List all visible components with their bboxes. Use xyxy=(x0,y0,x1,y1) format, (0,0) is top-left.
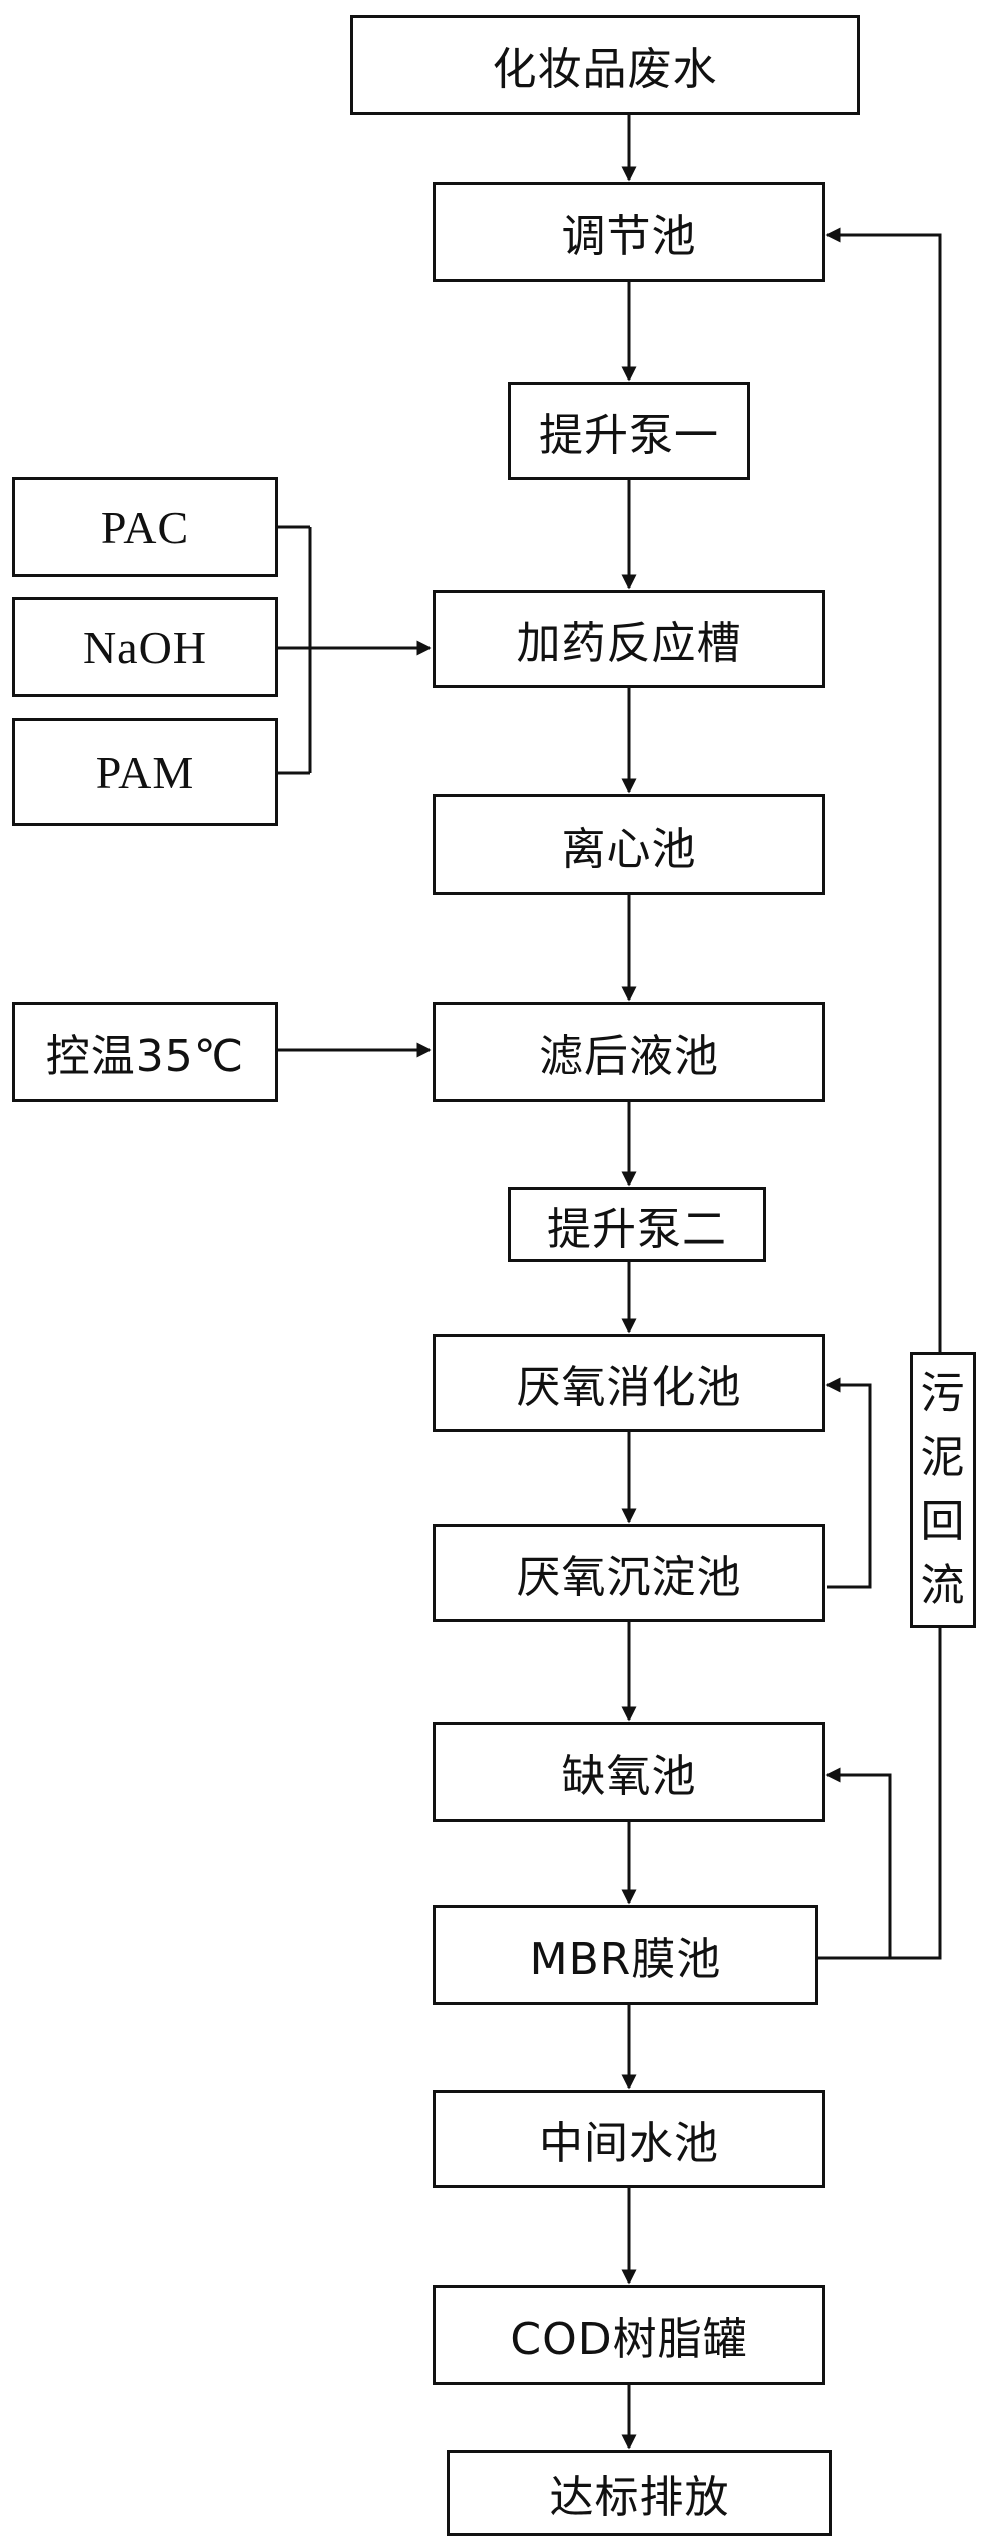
node-anaerobic-digestion-tank: 厌氧消化池 xyxy=(433,1334,825,1432)
sludge-return-to-anaerobic xyxy=(825,1377,872,1589)
node-discharge: 达标排放 xyxy=(447,2450,832,2536)
node-cosmetic-wastewater: 化妆品废水 xyxy=(350,15,860,115)
sludge-return-to-anoxic xyxy=(825,1767,892,1960)
node-anaerobic-settling-tank: 厌氧沉淀池 xyxy=(433,1524,825,1622)
node-intermediate-tank: 中间水池 xyxy=(433,2090,825,2188)
node-filtrate-tank: 滤后液池 xyxy=(433,1002,825,1102)
node-lift-pump-2: 提升泵二 xyxy=(508,1187,766,1262)
sludge-return-main xyxy=(818,227,942,1960)
node-cod-resin-tank: COD树脂罐 xyxy=(433,2285,825,2385)
node-regulating-tank: 调节池 xyxy=(433,182,825,282)
input-temperature-control: 控温35℃ xyxy=(12,1002,278,1102)
node-mbr-membrane-tank: MBR膜池 xyxy=(433,1905,818,2005)
node-anoxic-tank: 缺氧池 xyxy=(433,1722,825,1822)
input-pac: PAC xyxy=(12,477,278,577)
input-pam: PAM xyxy=(12,718,278,826)
node-centrifuge-tank: 离心池 xyxy=(433,794,825,895)
node-dosing-reaction-tank: 加药反应槽 xyxy=(433,590,825,688)
input-naoh: NaOH xyxy=(12,597,278,697)
node-lift-pump-1: 提升泵一 xyxy=(508,382,750,480)
label-sludge-return: 污泥回流 xyxy=(910,1352,976,1628)
